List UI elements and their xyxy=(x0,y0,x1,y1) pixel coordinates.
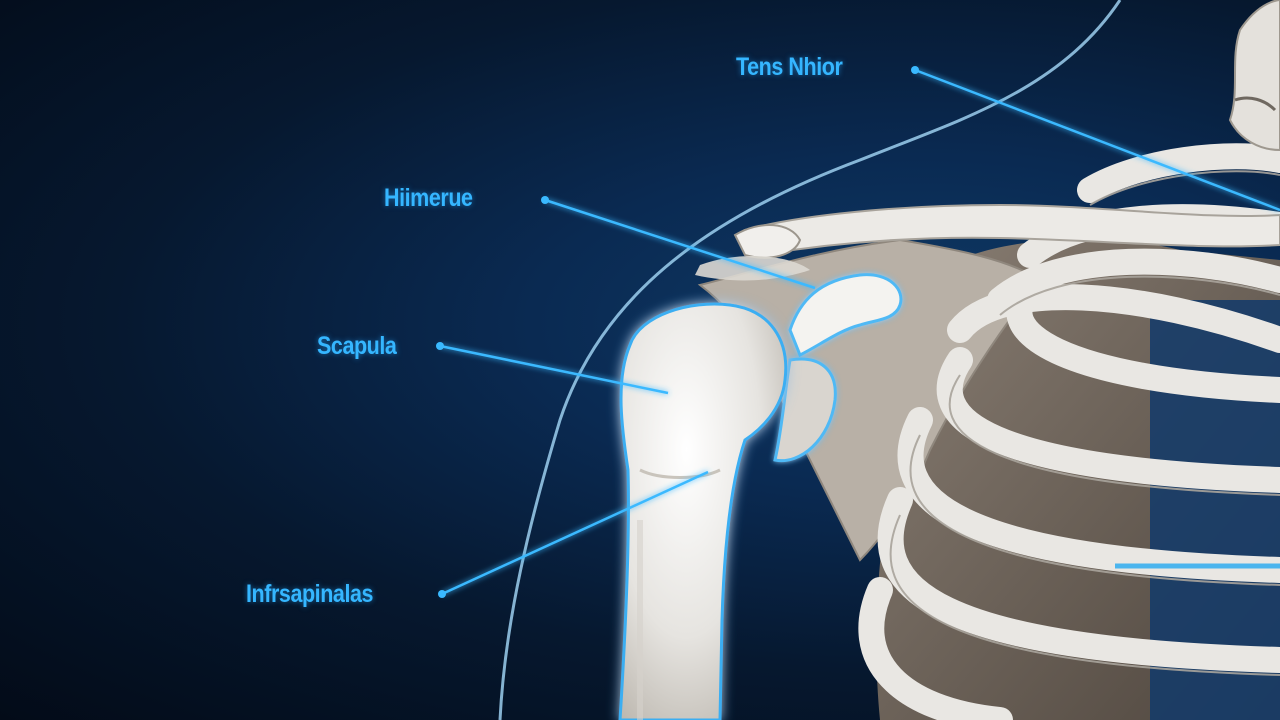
label-teres-minor: Tens Nhior xyxy=(736,53,843,81)
leader-dot-infra xyxy=(438,590,446,598)
ribs xyxy=(858,143,1280,720)
label-scapula: Scapula xyxy=(317,332,397,360)
label-humerus: Hiimerue xyxy=(384,184,473,212)
glenoid xyxy=(773,357,837,463)
leader-dot-teres xyxy=(911,66,919,74)
leader-line-infra xyxy=(441,470,709,596)
leader-line-humerus xyxy=(544,198,816,290)
leader-lines xyxy=(439,68,1280,596)
leader-line-scapula xyxy=(439,344,669,395)
label-infraspinatus: Infrsapinalas xyxy=(246,580,374,608)
leader-line-teres xyxy=(914,68,1280,212)
vertebra xyxy=(1228,0,1280,152)
clavicle-bone xyxy=(743,203,1280,257)
humerus-bone xyxy=(618,302,788,720)
acromion xyxy=(733,223,802,259)
leader-dot-scapula xyxy=(436,342,444,350)
leader-dot-humerus xyxy=(541,196,549,204)
coracoid-process xyxy=(788,273,903,358)
